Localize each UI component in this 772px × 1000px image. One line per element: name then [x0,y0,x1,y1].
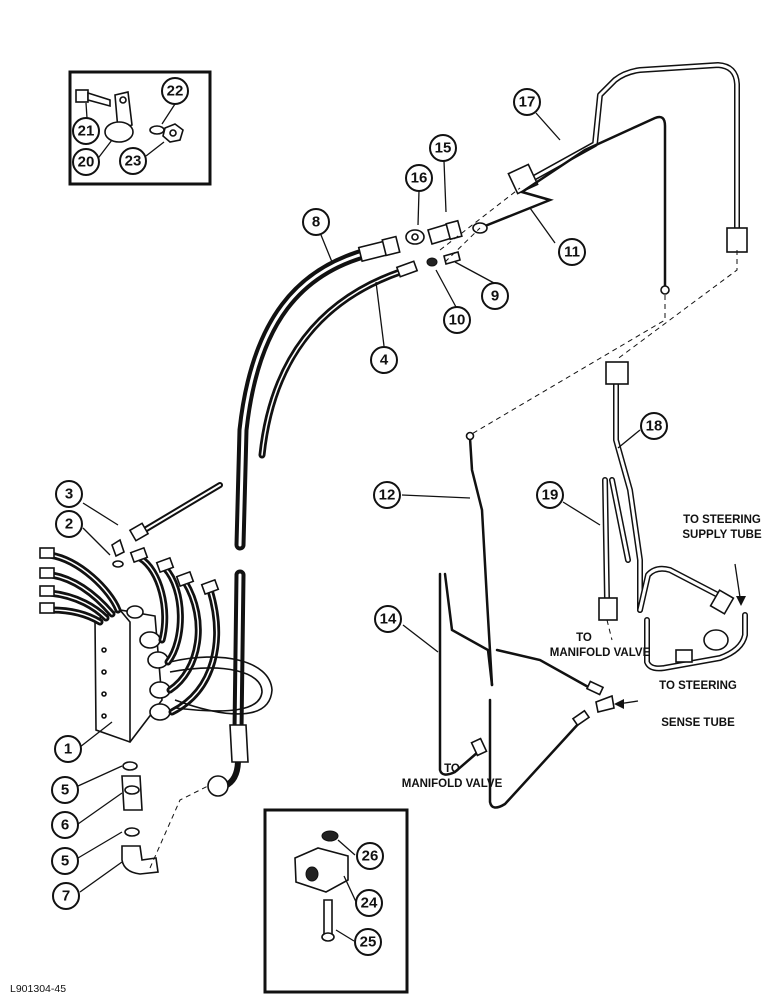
leader-lines [77,102,742,942]
oring-5b [124,827,140,837]
callout-17-text: 17 [519,94,536,111]
tube-14 [438,572,591,809]
callout-25-text: 25 [360,934,377,951]
callout-5b: 5 [51,847,79,875]
callout-16: 16 [405,164,433,192]
callout-17: 17 [513,88,541,116]
callout-2: 2 [55,510,83,538]
block-24 [294,847,349,893]
callout-20-text: 20 [78,154,95,171]
nut-10 [426,257,438,267]
elbow-7 [121,845,159,875]
callout-12: 12 [373,481,401,509]
fitting-9 [443,251,461,265]
hose-8 [207,235,401,797]
callout-8-text: 8 [312,214,320,231]
callout-15: 15 [429,134,457,162]
callout-16-text: 16 [411,170,428,187]
callout-5b-text: 5 [61,853,69,870]
label-to-manifold-upper-line1: TO [576,632,592,644]
callout-18: 18 [640,412,668,440]
wiring-harness [39,546,273,716]
label-to-manifold-lower-line1: TO [444,763,460,775]
callout-5a: 5 [51,776,79,804]
callout-15-text: 15 [435,140,452,157]
fittings-upper [405,219,463,267]
lockwasher-22 [149,125,165,135]
callout-14-text: 14 [380,611,397,628]
callout-11: 11 [558,238,586,266]
callout-26-text: 26 [362,848,379,865]
bolt-25 [323,899,333,936]
callout-8: 8 [302,208,330,236]
label-to-steering-supply-line1: TO STEERING [683,514,761,526]
label-to-steering-sense-line1: TO STEERING [659,680,737,692]
callout-10-text: 10 [449,312,466,329]
callout-19-text: 19 [542,487,559,504]
callout-7: 7 [52,882,80,910]
oring-2 [112,560,124,568]
callout-7-text: 7 [62,888,70,905]
callout-3-text: 3 [65,486,73,503]
fittings-lower-left [112,560,159,875]
nut-26 [321,830,339,842]
callout-10: 10 [443,306,471,334]
callout-6: 6 [51,811,79,839]
valve-block-1 [94,605,171,743]
callout-22: 22 [161,77,189,105]
callout-23-text: 23 [125,153,142,170]
clamp-20 [104,91,134,143]
tube-3 [111,482,223,558]
callout-25: 25 [354,928,382,956]
callout-5a-text: 5 [61,782,69,799]
callout-11-text: 11 [564,244,580,261]
callout-18-text: 18 [646,418,663,435]
callout-21-text: 21 [78,123,95,140]
callout-21: 21 [72,117,100,145]
callout-14: 14 [374,605,402,633]
callout-22-text: 22 [167,83,184,100]
hose-4 [258,260,419,459]
oring-5a [122,761,138,771]
tube-19 [598,477,631,621]
callout-9-text: 9 [491,288,499,305]
callout-20: 20 [72,148,100,176]
callout-24: 24 [355,889,383,917]
callout-6-text: 6 [61,817,69,834]
callout-19: 19 [536,481,564,509]
figure-code: L901304-45 [10,983,66,995]
tube-supply-run [644,612,748,672]
callout-1-text: 1 [64,741,72,758]
callout-2-text: 2 [65,516,73,533]
callout-9: 9 [481,282,509,310]
tube-17 [507,62,748,253]
callout-24-text: 24 [361,895,378,912]
label-to-manifold-lower-line2: MANIFOLD VALVE [402,778,503,790]
callout-23: 23 [119,147,147,175]
tube-18 [605,361,735,615]
callout-26: 26 [356,842,384,870]
bolt-21 [75,89,111,108]
callout-4-text: 4 [380,352,389,369]
tube-11 [472,115,670,295]
sense-tee [595,694,615,713]
inset-support-block [263,808,409,994]
callout-12-text: 12 [379,487,396,504]
callout-1: 1 [54,735,82,763]
label-to-steering-supply-line2: SUPPLY TUBE [682,529,762,541]
tube-12 [465,431,605,696]
callout-3: 3 [55,480,83,508]
label-to-steering-sense-line2: SENSE TUBE [661,717,735,729]
label-to-manifold-upper-line2: MANIFOLD VALVE [550,647,651,659]
callout-4: 4 [370,346,398,374]
